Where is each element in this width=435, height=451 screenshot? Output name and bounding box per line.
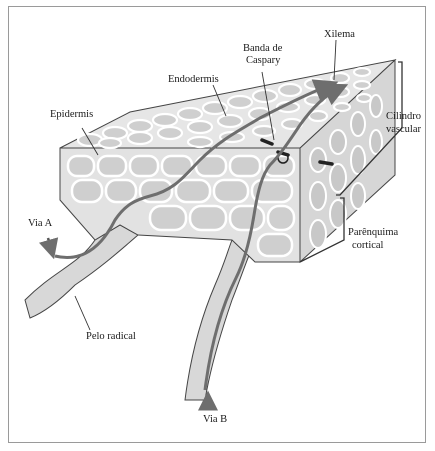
label-banda-de: Banda de	[243, 43, 282, 55]
label-pelo-radical: Pelo radical	[86, 331, 136, 343]
label-xilema: Xilema	[324, 29, 355, 41]
label-caspary: Caspary	[246, 55, 280, 67]
root-hair-a	[25, 225, 138, 318]
label-epidermis: Epidermis	[50, 109, 93, 121]
via-a-pointer	[48, 238, 52, 252]
label-endodermis: Endodermis	[168, 74, 219, 86]
label-vascular: vascular	[386, 124, 421, 136]
label-parenquima: Parênquima	[348, 227, 398, 239]
label-cortical: cortical	[352, 240, 383, 252]
label-cilindro: Cilindro	[386, 111, 421, 123]
label-via-b: Via B	[203, 414, 227, 426]
label-via-a: Via A	[28, 218, 52, 230]
